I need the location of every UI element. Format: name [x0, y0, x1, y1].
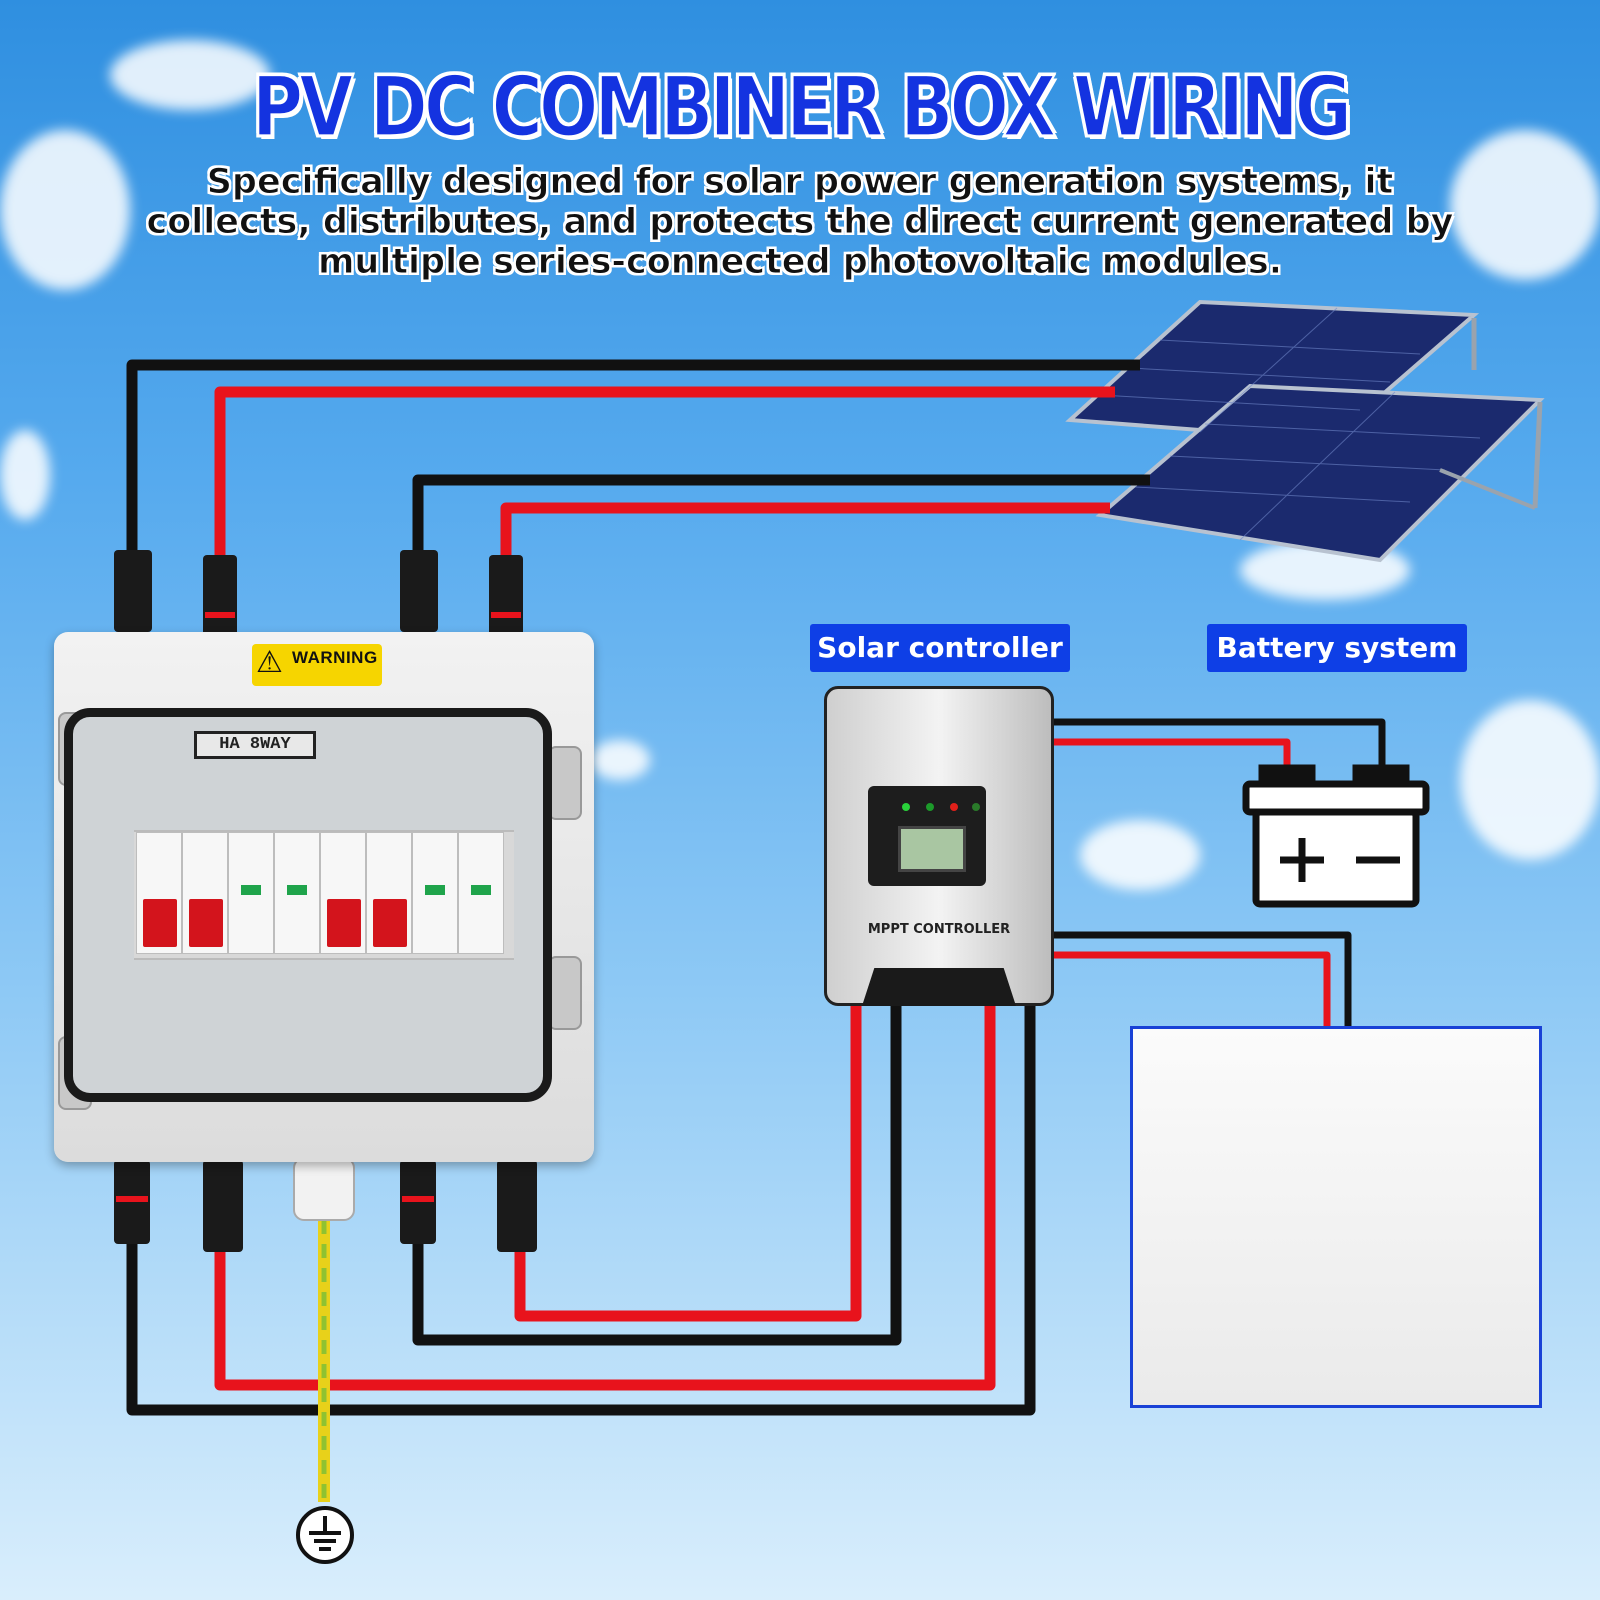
- surge-protector: [274, 832, 320, 954]
- solar-panel-array: [1065, 299, 1545, 563]
- status-window: [425, 885, 445, 895]
- box-latch: [548, 956, 582, 1030]
- breaker-handle: [373, 899, 407, 947]
- controller-lcd-screen: [898, 826, 966, 872]
- status-led-icon: [902, 803, 910, 811]
- controller-terminal-block: [862, 968, 1016, 1006]
- battery-system-label: Battery system: [1207, 624, 1467, 672]
- mc4-input-connectors: [114, 550, 523, 637]
- dc-breaker-pole: [366, 832, 412, 954]
- breaker-handle: [189, 899, 223, 947]
- cloud: [590, 740, 650, 780]
- cloud: [0, 130, 130, 290]
- cable-gland: [293, 1157, 355, 1221]
- warning-triangle-icon: ⚠: [256, 645, 283, 680]
- diagram-title: PV DC COMBINER BOX WIRING: [251, 57, 1353, 156]
- status-window: [241, 885, 261, 895]
- cloud: [0, 430, 50, 520]
- breaker-handle: [143, 899, 177, 947]
- mc4-output-connectors: [114, 1157, 537, 1252]
- status-led-icon: [926, 803, 934, 811]
- status-led-icon: [950, 803, 958, 811]
- dc-output-wires: [126, 1006, 1036, 1416]
- diagram-subtitle: Specifically designed for solar power ge…: [146, 162, 1454, 283]
- status-window: [471, 885, 491, 895]
- surge-protector: [458, 832, 504, 954]
- ground-symbol-icon: [296, 1506, 354, 1564]
- dc-breaker-pole: [320, 832, 366, 954]
- controller-name: MPPT CONTROLLER: [867, 922, 1011, 937]
- solar-controller-label: Solar controller: [810, 624, 1070, 672]
- dc-breaker-pole: [182, 832, 228, 954]
- household-load-panel: [1130, 1026, 1542, 1408]
- status-led-icon: [972, 803, 980, 811]
- warning-label: WARNING: [292, 648, 378, 667]
- surge-protector: [412, 832, 458, 954]
- surge-protector: [228, 832, 274, 954]
- cloud: [1080, 820, 1200, 890]
- cloud: [1450, 130, 1600, 280]
- breaker-handle: [327, 899, 361, 947]
- warning-sticker: ⚠ WARNING: [252, 644, 382, 686]
- battery-icon: [1242, 764, 1430, 908]
- model-plate: HA 8WAY: [194, 731, 316, 759]
- box-latch: [548, 746, 582, 820]
- cloud: [1460, 700, 1600, 860]
- status-window: [287, 885, 307, 895]
- cloud: [110, 40, 270, 110]
- dc-breaker-pole: [136, 832, 182, 954]
- load-wires: [1054, 931, 1352, 1026]
- battery-wires: [1054, 718, 1386, 770]
- pv-input-wires: [126, 359, 1150, 555]
